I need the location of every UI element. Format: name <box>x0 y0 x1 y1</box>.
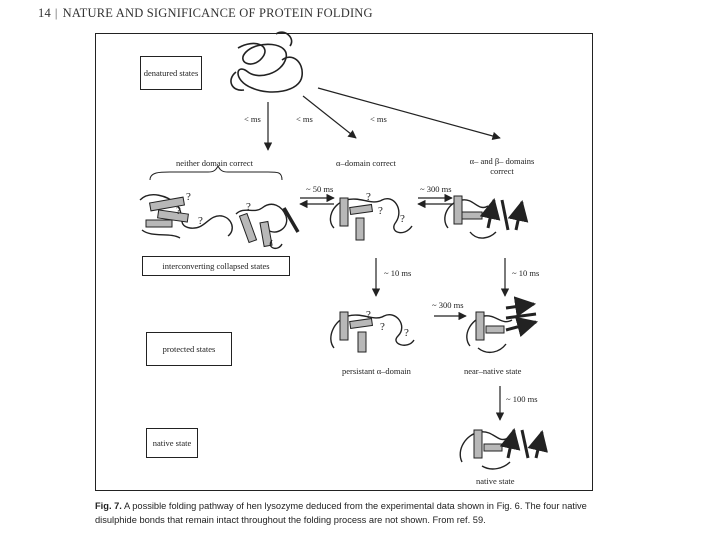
native-state-drawing <box>459 427 548 470</box>
native-state-box: native state <box>146 428 198 458</box>
transition-label: < ms <box>296 114 313 124</box>
transition-label: ~ 10 ms <box>512 268 540 278</box>
transition-label: ~ 300 ms <box>432 300 464 310</box>
denatured-states-box: denatured states <box>140 56 202 90</box>
downward-arrows <box>371 258 510 421</box>
group-brace <box>149 164 283 181</box>
alpha-beta-line1: α– and β– domains <box>469 156 535 166</box>
page-number: 14 <box>38 6 51 20</box>
alpha-beta-line2: correct <box>490 166 514 176</box>
persistant-alpha-domain-drawing <box>330 311 415 353</box>
fast-collapse-arrows <box>263 87 501 151</box>
figure-frame <box>95 33 593 491</box>
collapsed-state-drawing-1 <box>139 194 233 239</box>
header-divider: | <box>54 6 58 20</box>
running-header: 14| NATURE AND SIGNIFICANCE OF PROTEIN FO… <box>38 6 373 21</box>
intermediate-label-alpha: α–domain correct <box>336 158 396 168</box>
question-mark: ? <box>366 191 371 203</box>
intermediate-label-alpha-beta: α– and β– domains correct <box>456 156 548 176</box>
alpha-beta-domain-drawing <box>444 195 529 239</box>
transition-label: ~ 10 ms <box>384 268 412 278</box>
intermediate-label-native: native state <box>476 476 515 486</box>
question-mark: ? <box>400 213 405 225</box>
protected-states-box: protected states <box>146 332 232 366</box>
question-mark: ? <box>404 327 409 339</box>
near-native-drawing <box>466 296 539 354</box>
collapsed-state-drawing-2 <box>235 203 300 250</box>
question-mark: ? <box>186 191 191 203</box>
transition-label: ~ 50 ms <box>306 184 334 194</box>
intermediate-label-near-native: near–native state <box>464 366 522 376</box>
alpha-domain-drawing <box>329 197 413 241</box>
caption-label: Fig. 7. <box>95 501 122 511</box>
intermediate-label-persistant: persistant α–domain <box>342 366 411 376</box>
question-mark: ? <box>378 205 383 217</box>
question-mark: ? <box>198 215 203 227</box>
intermediate-label-neither: neither domain correct <box>176 158 253 168</box>
transition-label: ~ 100 ms <box>506 394 538 404</box>
transition-label: < ms <box>244 114 261 124</box>
figure-caption: Fig. 7. A possible folding pathway of he… <box>95 499 600 527</box>
transition-label: ~ 300 ms <box>420 184 452 194</box>
caption-text: A possible folding pathway of hen lysozy… <box>95 501 587 525</box>
question-mark: ? <box>366 309 371 321</box>
running-title: NATURE AND SIGNIFICANCE OF PROTEIN FOLDI… <box>62 6 373 20</box>
question-mark: ? <box>380 321 385 333</box>
denatured-chain-drawing <box>230 31 303 93</box>
collapsed-states-box: interconverting collapsed states <box>142 256 290 276</box>
question-mark: ? <box>176 205 181 217</box>
question-mark: ? <box>246 201 251 213</box>
equilibrium-arrows-row1 <box>299 193 453 209</box>
transition-label: < ms <box>370 114 387 124</box>
